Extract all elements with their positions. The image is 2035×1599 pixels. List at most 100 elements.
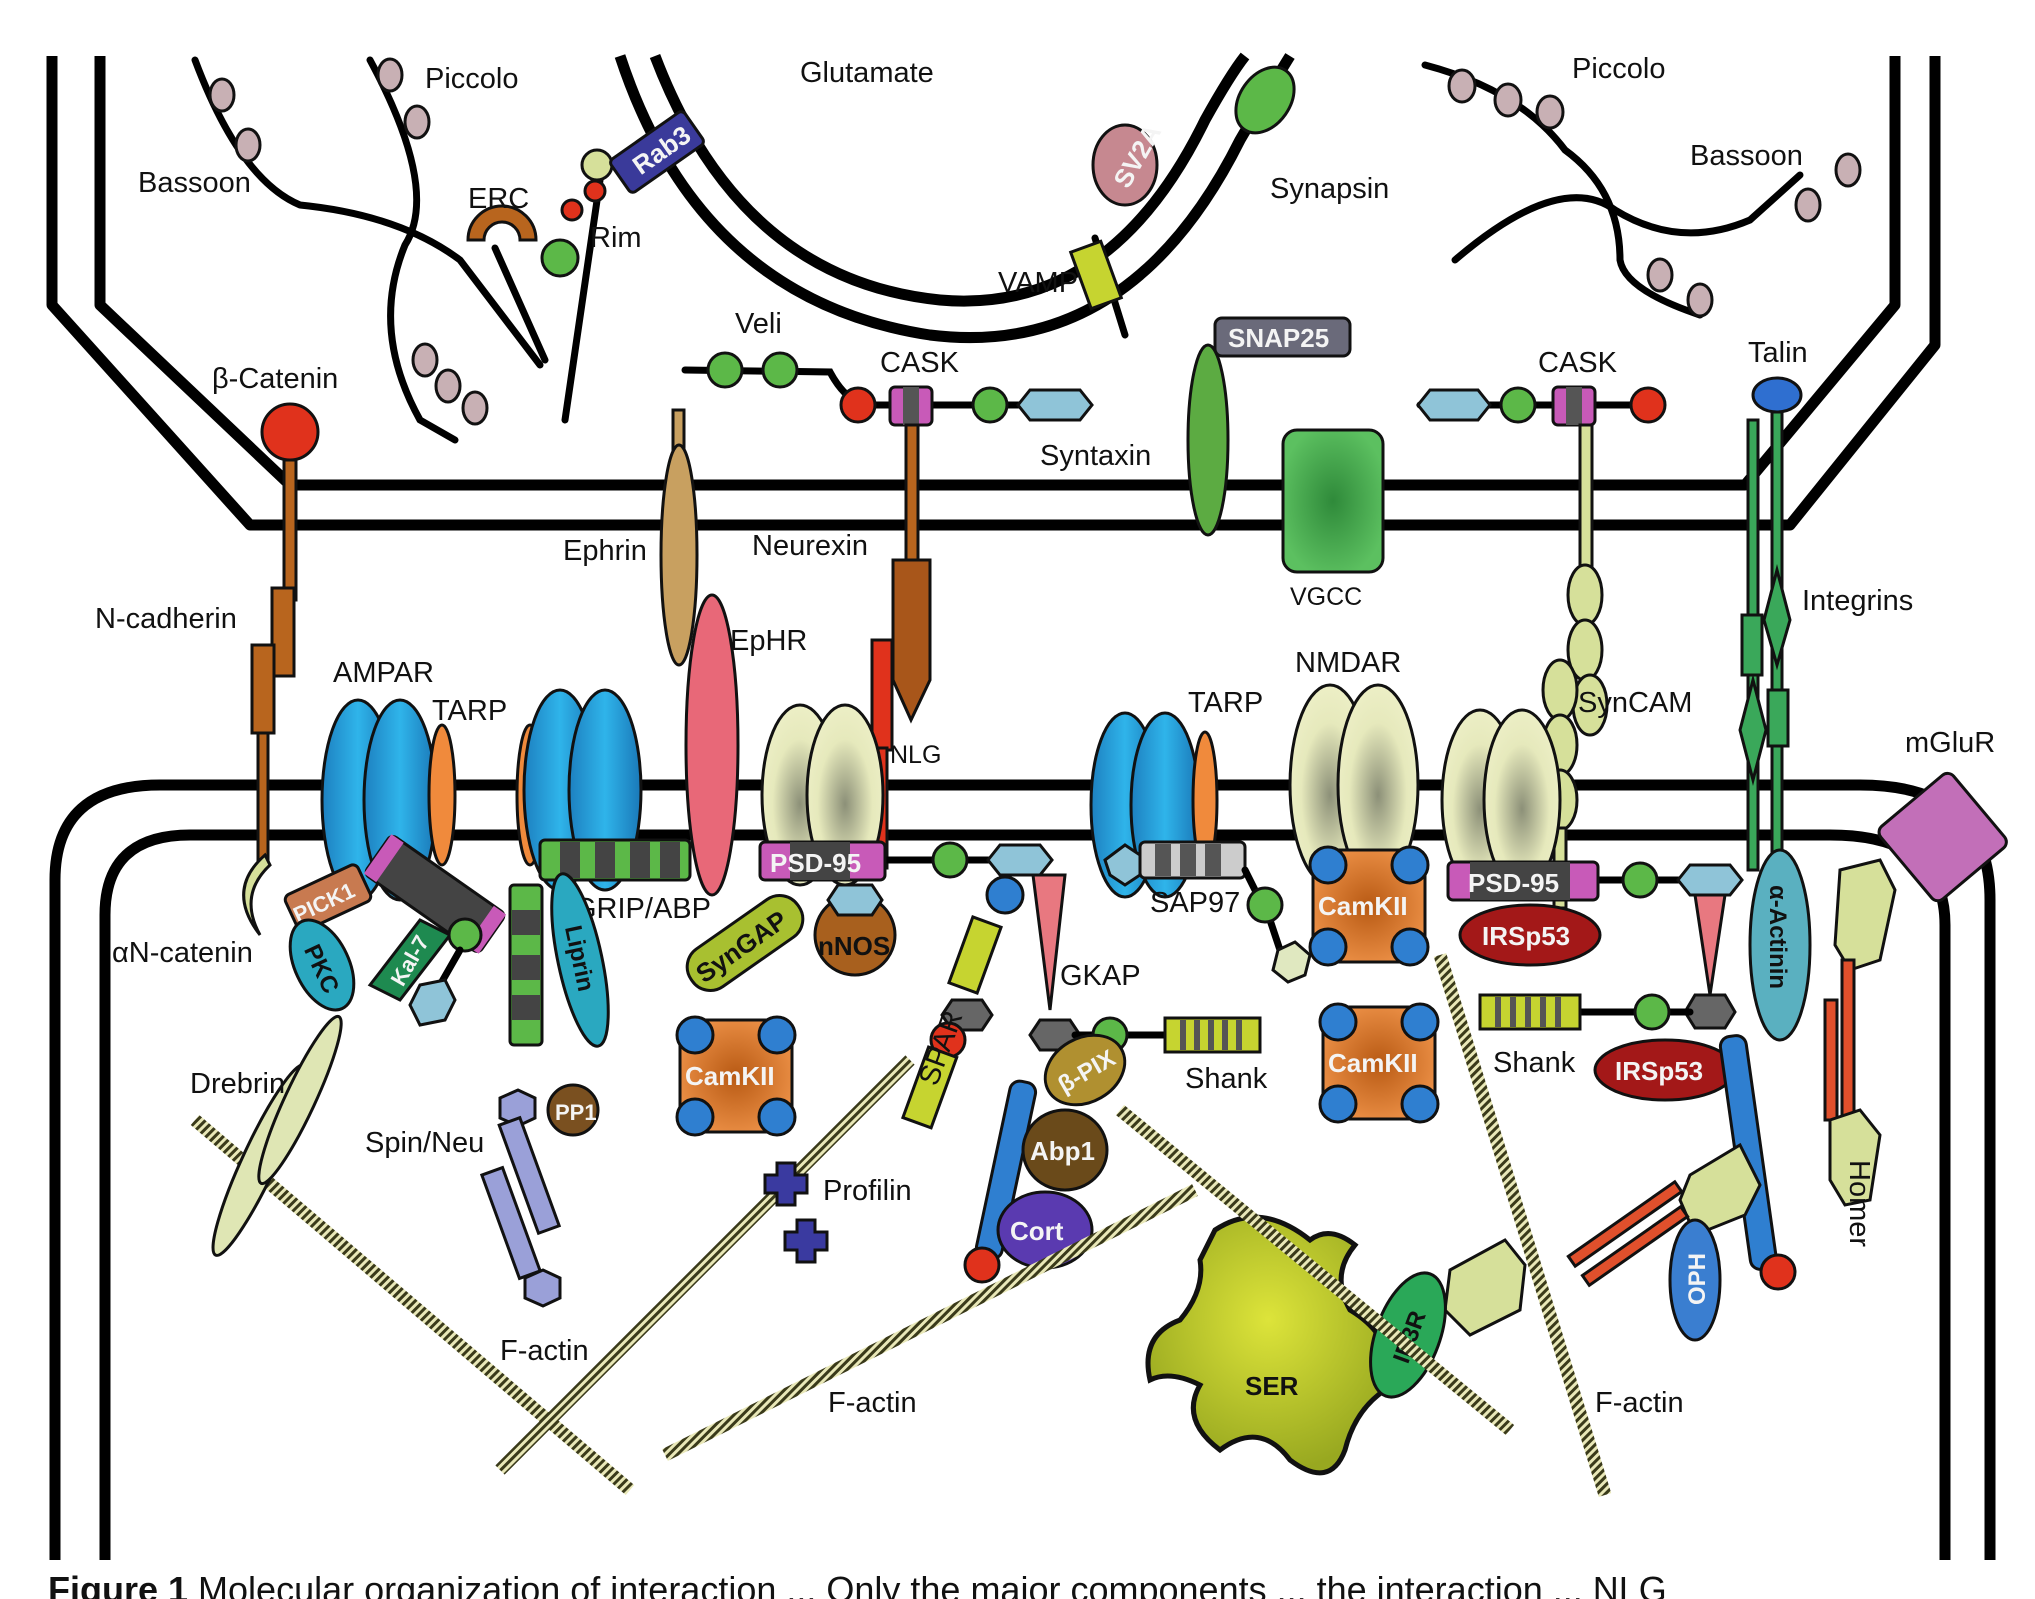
ephr-label: EpHR bbox=[730, 625, 807, 657]
nlg bbox=[870, 638, 894, 752]
tarp-left bbox=[427, 723, 457, 867]
glutamate-label: Glutamate bbox=[800, 57, 934, 89]
erc-arc bbox=[466, 204, 538, 242]
veli-label: Veli bbox=[735, 308, 782, 340]
piccolo-left-label: Piccolo bbox=[425, 63, 519, 95]
spin-neu bbox=[479, 1083, 600, 1308]
camkii-3-label: CamKII bbox=[1328, 1048, 1418, 1078]
ephrin-label: Ephrin bbox=[563, 535, 647, 567]
gkap-shank-left: β-PIX bbox=[1028, 873, 1262, 1107]
bassoon-right-label: Bassoon bbox=[1690, 140, 1803, 172]
camkii-1-label: CamKII bbox=[1318, 891, 1408, 921]
snap25-label: SNAP25 bbox=[1228, 323, 1329, 353]
liprin bbox=[550, 872, 610, 1048]
psd95-right-label: PSD-95 bbox=[1468, 868, 1559, 898]
grip-abp bbox=[508, 838, 692, 1047]
f-actin-1-label: F-actin bbox=[500, 1335, 589, 1367]
nmdar-left bbox=[760, 703, 885, 887]
nmdar-right bbox=[1440, 708, 1562, 892]
oph-label: OPH bbox=[1684, 1253, 1711, 1305]
tarp-left-label: TARP bbox=[432, 695, 507, 727]
vgcc-label: VGCC bbox=[1290, 583, 1362, 611]
piccolo-bassoon-left bbox=[191, 56, 544, 444]
ser-label: SER bbox=[1245, 1371, 1299, 1401]
mglur-label: mGluR bbox=[1905, 727, 1995, 759]
cask-complex-right bbox=[1416, 385, 1667, 427]
gkap-label: GKAP bbox=[1060, 960, 1141, 992]
shank-right-label: Shank bbox=[1493, 1047, 1576, 1079]
psd95-left-complex: PSD-95 nNOS SynGAP bbox=[685, 840, 1054, 992]
cort-label: Cort bbox=[1010, 1216, 1064, 1246]
neurexin bbox=[891, 558, 932, 724]
integrins bbox=[1738, 376, 1803, 872]
syntaxin bbox=[1186, 343, 1230, 537]
syncam-label: SynCAM bbox=[1578, 687, 1692, 719]
f-actin-3-label: F-actin bbox=[1595, 1387, 1684, 1419]
psd95-left-label: PSD-95 bbox=[770, 848, 861, 878]
vamp-label: VAMP bbox=[998, 267, 1078, 299]
rim-domain bbox=[540, 238, 580, 278]
shank-left-label: Shank bbox=[1185, 1063, 1268, 1095]
camkii-1: CamKII bbox=[1308, 845, 1430, 967]
f-actin-filament bbox=[495, 1055, 915, 1475]
talin bbox=[1751, 376, 1803, 414]
n-cadherin-label: N-cadherin bbox=[95, 603, 237, 635]
beta-catenin-label: β-Catenin bbox=[212, 363, 338, 395]
presynaptic-membrane bbox=[46, 56, 1941, 531]
tarp-right-label: TARP bbox=[1188, 687, 1263, 719]
beta-catenin bbox=[260, 402, 320, 462]
f-actin-filament bbox=[1115, 1104, 1515, 1436]
nmdar-label: NMDAR bbox=[1295, 647, 1401, 679]
synapse-diagram: Glutamate Rab3 ERC Rim Piccolo Bassoon S… bbox=[46, 52, 2008, 1560]
cask-left-label: CASK bbox=[880, 347, 960, 379]
bassoon-left-label: Bassoon bbox=[138, 167, 251, 199]
profilin bbox=[763, 1161, 829, 1264]
synapsin-label: Synapsin bbox=[1270, 173, 1389, 205]
nlg-label: NLG bbox=[890, 741, 941, 769]
homer bbox=[1443, 858, 1897, 1337]
piccolo-right-label: Piccolo bbox=[1572, 53, 1666, 85]
synapsin bbox=[1234, 65, 1296, 135]
ephrin bbox=[659, 443, 699, 667]
piccolo-bassoon-right bbox=[1421, 61, 1862, 319]
mglur bbox=[1877, 771, 2008, 903]
synaptic-vesicle bbox=[614, 52, 1295, 344]
abp1 bbox=[1021, 1108, 1109, 1192]
talin-label: Talin bbox=[1748, 337, 1808, 369]
irsp53-top-label: IRSp53 bbox=[1482, 921, 1570, 951]
snap25-box bbox=[1213, 316, 1352, 358]
syngap bbox=[685, 894, 805, 992]
irsp53-top bbox=[1458, 903, 1602, 967]
sap97-label: SAP97 bbox=[1150, 887, 1240, 919]
homer-label: Homer bbox=[1843, 1160, 1875, 1247]
spin-neu-label: Spin/Neu bbox=[365, 1127, 484, 1159]
gkap bbox=[1031, 873, 1067, 1011]
integrins-label: Integrins bbox=[1802, 585, 1913, 617]
sv2a bbox=[1091, 123, 1159, 207]
pp1 bbox=[546, 1083, 600, 1137]
ephr bbox=[684, 593, 740, 897]
n-cadherin bbox=[242, 402, 320, 936]
figure-caption: Figure 1 Molecular organization of inter… bbox=[48, 1568, 2028, 1599]
f-actin-filament bbox=[662, 1184, 1198, 1461]
ampar-label: AMPAR bbox=[333, 657, 434, 689]
neurexin-label: Neurexin bbox=[752, 530, 868, 562]
cask-right-label: CASK bbox=[1538, 347, 1618, 379]
spar bbox=[900, 875, 1025, 1130]
f-actin-2-label: F-actin bbox=[828, 1387, 917, 1419]
ser bbox=[1145, 1214, 1391, 1476]
syntaxin-label: Syntaxin bbox=[1040, 440, 1151, 472]
abp1-label: Abp1 bbox=[1030, 1136, 1095, 1166]
rab3-box bbox=[609, 110, 705, 194]
camkii-2: CamKII bbox=[675, 1015, 797, 1137]
rim-rab3-complex: Rab3 bbox=[466, 110, 705, 424]
psd95-right-complex: PSD-95 IRSp53 IRSp53 bbox=[1446, 860, 1797, 1291]
neurexin-stalk bbox=[904, 423, 920, 567]
camkii-3: CamKII bbox=[1318, 1002, 1440, 1124]
grip-abp-label: GRIP/ABP bbox=[574, 893, 711, 925]
caption-text: Molecular organization of interaction ..… bbox=[198, 1569, 1667, 1599]
alpha-actinin bbox=[1748, 848, 1812, 1042]
sap97 bbox=[1103, 840, 1312, 984]
camkii-2-label: CamKII bbox=[685, 1061, 775, 1091]
vamp bbox=[1068, 239, 1124, 311]
